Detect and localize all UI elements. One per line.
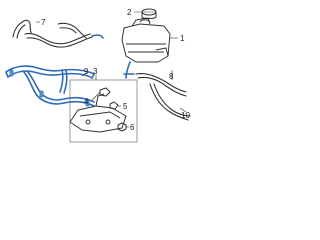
leader-10 bbox=[179, 107, 187, 113]
nut-part bbox=[117, 122, 127, 132]
hose-short-branch bbox=[59, 69, 64, 93]
cap-body bbox=[141, 12, 157, 19]
bracket-hole-a bbox=[85, 119, 91, 125]
callout-7: 7 bbox=[41, 18, 46, 27]
upper-hose-right-inner bbox=[59, 27, 77, 34]
hose-clamps bbox=[9, 69, 90, 107]
bracket-outline bbox=[69, 105, 127, 133]
upper-hose-main-inner bbox=[26, 36, 93, 48]
reservoir-group bbox=[121, 17, 171, 63]
callout-4: 4 bbox=[84, 97, 89, 106]
clamp-c bbox=[85, 99, 90, 107]
upper-hose-group bbox=[12, 19, 93, 48]
reservoir-cap-icon bbox=[141, 8, 157, 19]
leader-9 bbox=[81, 71, 89, 77]
hose-end-cap-right bbox=[91, 73, 95, 79]
upper-hose-left-inner bbox=[16, 24, 26, 39]
upper-hose-main bbox=[24, 33, 91, 45]
callout-6: 6 bbox=[130, 123, 135, 132]
main-hose-highlight bbox=[5, 65, 95, 107]
reservoir-outlet-tube bbox=[125, 61, 131, 79]
clip-part bbox=[99, 87, 111, 97]
hose-lower-inner bbox=[27, 71, 95, 103]
bracket-group bbox=[69, 87, 127, 133]
bracket-rib bbox=[79, 111, 121, 119]
right-hose-group bbox=[135, 72, 191, 121]
leader-lines bbox=[36, 11, 187, 128]
upper-hose-blue bbox=[91, 34, 104, 39]
clamp-a bbox=[9, 69, 14, 77]
callout-1: 1 bbox=[180, 34, 185, 43]
reservoir-bracket bbox=[155, 47, 169, 57]
reservoir-outlet-blue bbox=[125, 61, 131, 79]
reservoir-bottle-outline bbox=[121, 23, 171, 63]
clip-part-2 bbox=[109, 101, 119, 110]
right-hose-upper-outer bbox=[135, 72, 187, 93]
group-frame-3 bbox=[69, 79, 138, 143]
hose-lower-outer bbox=[23, 71, 95, 107]
callout-5: 5 bbox=[123, 102, 128, 111]
clamp-b bbox=[39, 90, 44, 98]
callout-10: 10 bbox=[181, 111, 190, 120]
upper-hose-right bbox=[57, 22, 87, 39]
hose-short-branch-inner bbox=[63, 70, 68, 94]
right-hose-upper-inner bbox=[137, 76, 187, 97]
hose-left-branch-inner bbox=[7, 70, 93, 79]
bracket-arm bbox=[95, 93, 105, 107]
bracket-hole-b bbox=[105, 119, 111, 125]
leader-4 bbox=[91, 91, 101, 101]
hose-end-cap-left bbox=[5, 71, 9, 78]
reservoir-neck bbox=[139, 19, 151, 23]
hose-left-branch-outer bbox=[5, 65, 95, 75]
callout-8: 8 bbox=[169, 72, 174, 81]
right-hose-lower-inner bbox=[153, 83, 191, 117]
right-hose-lower-outer bbox=[149, 83, 189, 121]
parts-diagram: 1 2 3 4 5 6 7 8 9 10 bbox=[5, 8, 191, 143]
callout-3: 3 bbox=[93, 67, 98, 76]
upper-hose-left bbox=[12, 19, 32, 38]
callout-2: 2 bbox=[127, 8, 132, 17]
callout-9: 9 bbox=[84, 67, 89, 76]
upper-hose-blue-tube bbox=[91, 34, 104, 39]
